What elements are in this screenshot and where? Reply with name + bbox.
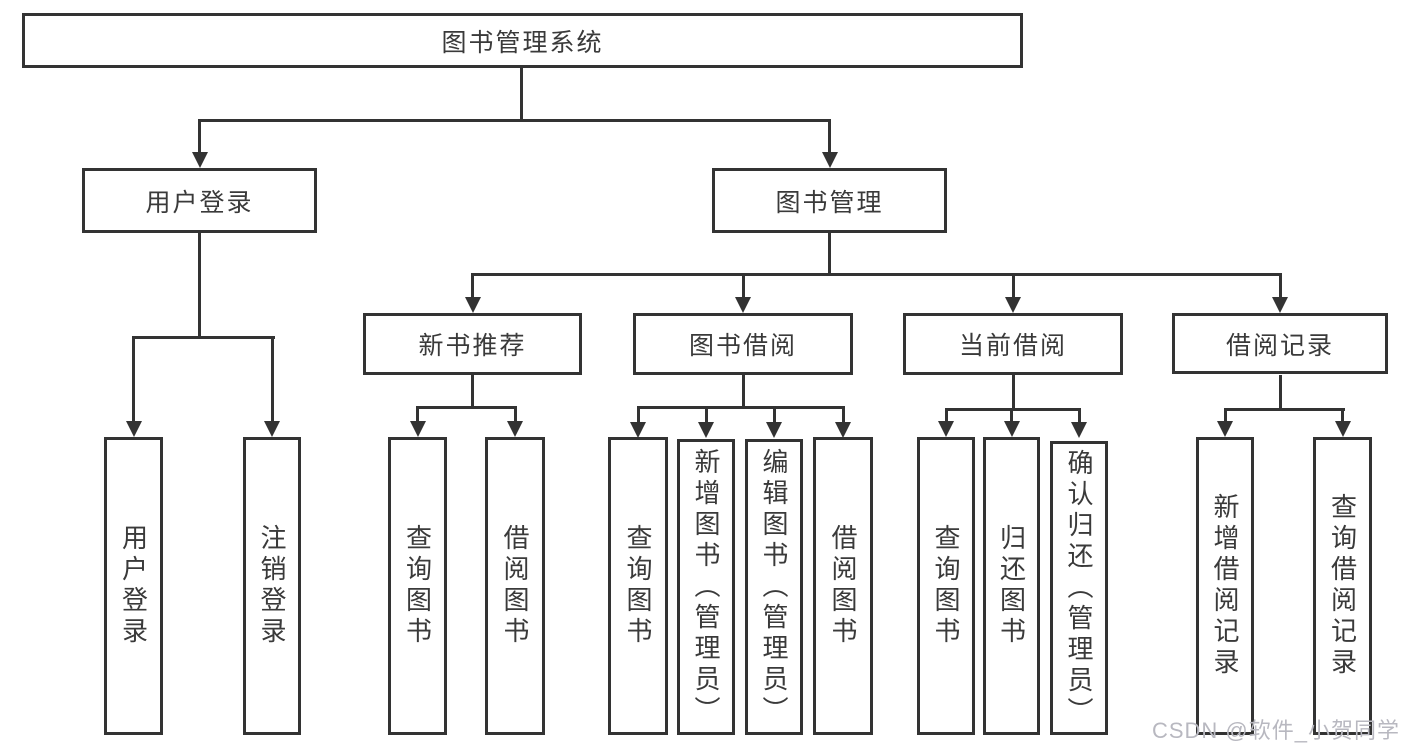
node-new-book-recommend: 新书推荐 <box>363 313 582 375</box>
leaf-label: 借阅图书 <box>828 524 858 648</box>
arrow-down-icon <box>1334 421 1351 437</box>
node-label: 借阅记录 <box>1225 331 1334 360</box>
connector-line <box>1010 408 1013 422</box>
node-label: 图书管理 <box>775 188 884 217</box>
connector-line <box>270 336 274 422</box>
connector-line <box>772 406 776 423</box>
connector-line <box>1011 273 1015 299</box>
arrow-down-icon <box>1005 297 1021 313</box>
leaf-label: 归还图书 <box>996 524 1027 648</box>
connector-line <box>741 273 745 299</box>
arrow-down-icon <box>735 297 751 313</box>
connector-line <box>471 375 474 409</box>
connector-line <box>416 406 517 409</box>
leaf-query-books-current: 查询图书 <box>917 437 975 735</box>
connector-line <box>1077 408 1081 422</box>
connector-line <box>704 406 708 423</box>
connector-line <box>132 336 275 339</box>
connector-line <box>1223 408 1345 411</box>
leaf-label: 注销登录 <box>257 524 287 648</box>
connector-line <box>1223 408 1227 422</box>
connector-line <box>1011 375 1015 411</box>
connector-line <box>1278 273 1282 299</box>
node-library-management-system: 图书管理系统 <box>22 13 1023 68</box>
leaf-label: 新增图书（管理员） <box>691 447 721 727</box>
connector-line <box>198 119 831 122</box>
arrow-down-icon <box>264 421 280 437</box>
leaf-label: 用户登录 <box>118 524 149 648</box>
arrow-down-icon <box>938 421 954 437</box>
leaf-logout: 注销登录 <box>243 437 301 735</box>
arrow-down-icon <box>507 421 523 437</box>
leaf-label: 确认归还（管理员） <box>1064 448 1094 728</box>
leaf-return-books: 归还图书 <box>983 437 1040 735</box>
leaf-label: 查询图书 <box>623 524 653 648</box>
connector-line <box>636 406 640 423</box>
leaf-label: 编辑图书（管理员） <box>759 447 789 727</box>
node-book-borrow: 图书借阅 <box>633 313 853 375</box>
arrow-down-icon <box>835 422 851 438</box>
leaf-query-borrow-record: 查询借阅记录 <box>1313 437 1372 735</box>
connector-line <box>513 406 517 422</box>
arrow-down-icon <box>766 422 782 438</box>
connector-line <box>198 119 201 153</box>
leaf-query-books-borrow: 查询图书 <box>608 437 668 735</box>
node-borrow-records: 借阅记录 <box>1172 313 1388 374</box>
arrow-down-icon <box>1003 421 1020 437</box>
node-label: 当前借阅 <box>958 332 1067 360</box>
connector-line <box>198 233 201 339</box>
node-label: 新书推荐 <box>418 332 527 360</box>
connector-line <box>471 273 1282 276</box>
arrow-down-icon <box>821 152 838 168</box>
node-label: 用户登录 <box>145 188 254 217</box>
arrow-down-icon <box>464 297 481 313</box>
connector-line <box>841 406 845 423</box>
node-user-login: 用户登录 <box>82 168 317 233</box>
leaf-label: 新增借阅记录 <box>1210 493 1240 679</box>
arrow-down-icon <box>191 152 208 168</box>
connector-line <box>944 408 948 422</box>
connector-line <box>416 406 419 422</box>
leaf-label: 查询图书 <box>402 524 433 648</box>
arrow-down-icon <box>1217 421 1233 437</box>
leaf-query-books-recommend: 查询图书 <box>388 437 447 735</box>
connector-line <box>741 375 745 409</box>
leaf-label: 查询借阅记录 <box>1327 493 1358 679</box>
leaf-label: 借阅图书 <box>500 524 530 648</box>
arrow-down-icon <box>1272 297 1288 313</box>
leaf-user-login: 用户登录 <box>104 437 163 735</box>
arrow-down-icon <box>125 421 142 437</box>
node-label: 图书借阅 <box>688 332 797 360</box>
leaf-edit-books-admin: 编辑图书（管理员） <box>745 439 803 735</box>
connector-line <box>1341 408 1344 422</box>
node-book-management: 图书管理 <box>712 168 947 233</box>
connector-line <box>519 68 523 122</box>
node-label: 图书管理系统 <box>441 28 604 57</box>
csdn-watermark: CSDN @软件_小贺同学 <box>1151 718 1400 743</box>
leaf-confirm-return-admin: 确认归还（管理员） <box>1050 441 1108 735</box>
arrow-down-icon <box>698 422 714 438</box>
leaf-add-borrow-record: 新增借阅记录 <box>1196 437 1254 735</box>
connector-line <box>471 273 474 299</box>
leaf-borrow-books-recommend: 借阅图书 <box>485 437 545 735</box>
leaf-label: 查询图书 <box>931 524 961 648</box>
node-current-borrow: 当前借阅 <box>903 313 1123 375</box>
leaf-borrow-books: 借阅图书 <box>813 437 873 735</box>
arrow-down-icon <box>409 421 426 437</box>
connector-line <box>1278 375 1282 411</box>
arrow-down-icon <box>630 422 646 438</box>
leaf-add-books-admin: 新增图书（管理员） <box>677 439 735 735</box>
arrow-down-icon <box>1071 422 1087 438</box>
connector-line <box>636 406 845 409</box>
connector-line <box>828 119 831 153</box>
connector-line <box>132 336 135 422</box>
connector-line <box>828 233 831 276</box>
